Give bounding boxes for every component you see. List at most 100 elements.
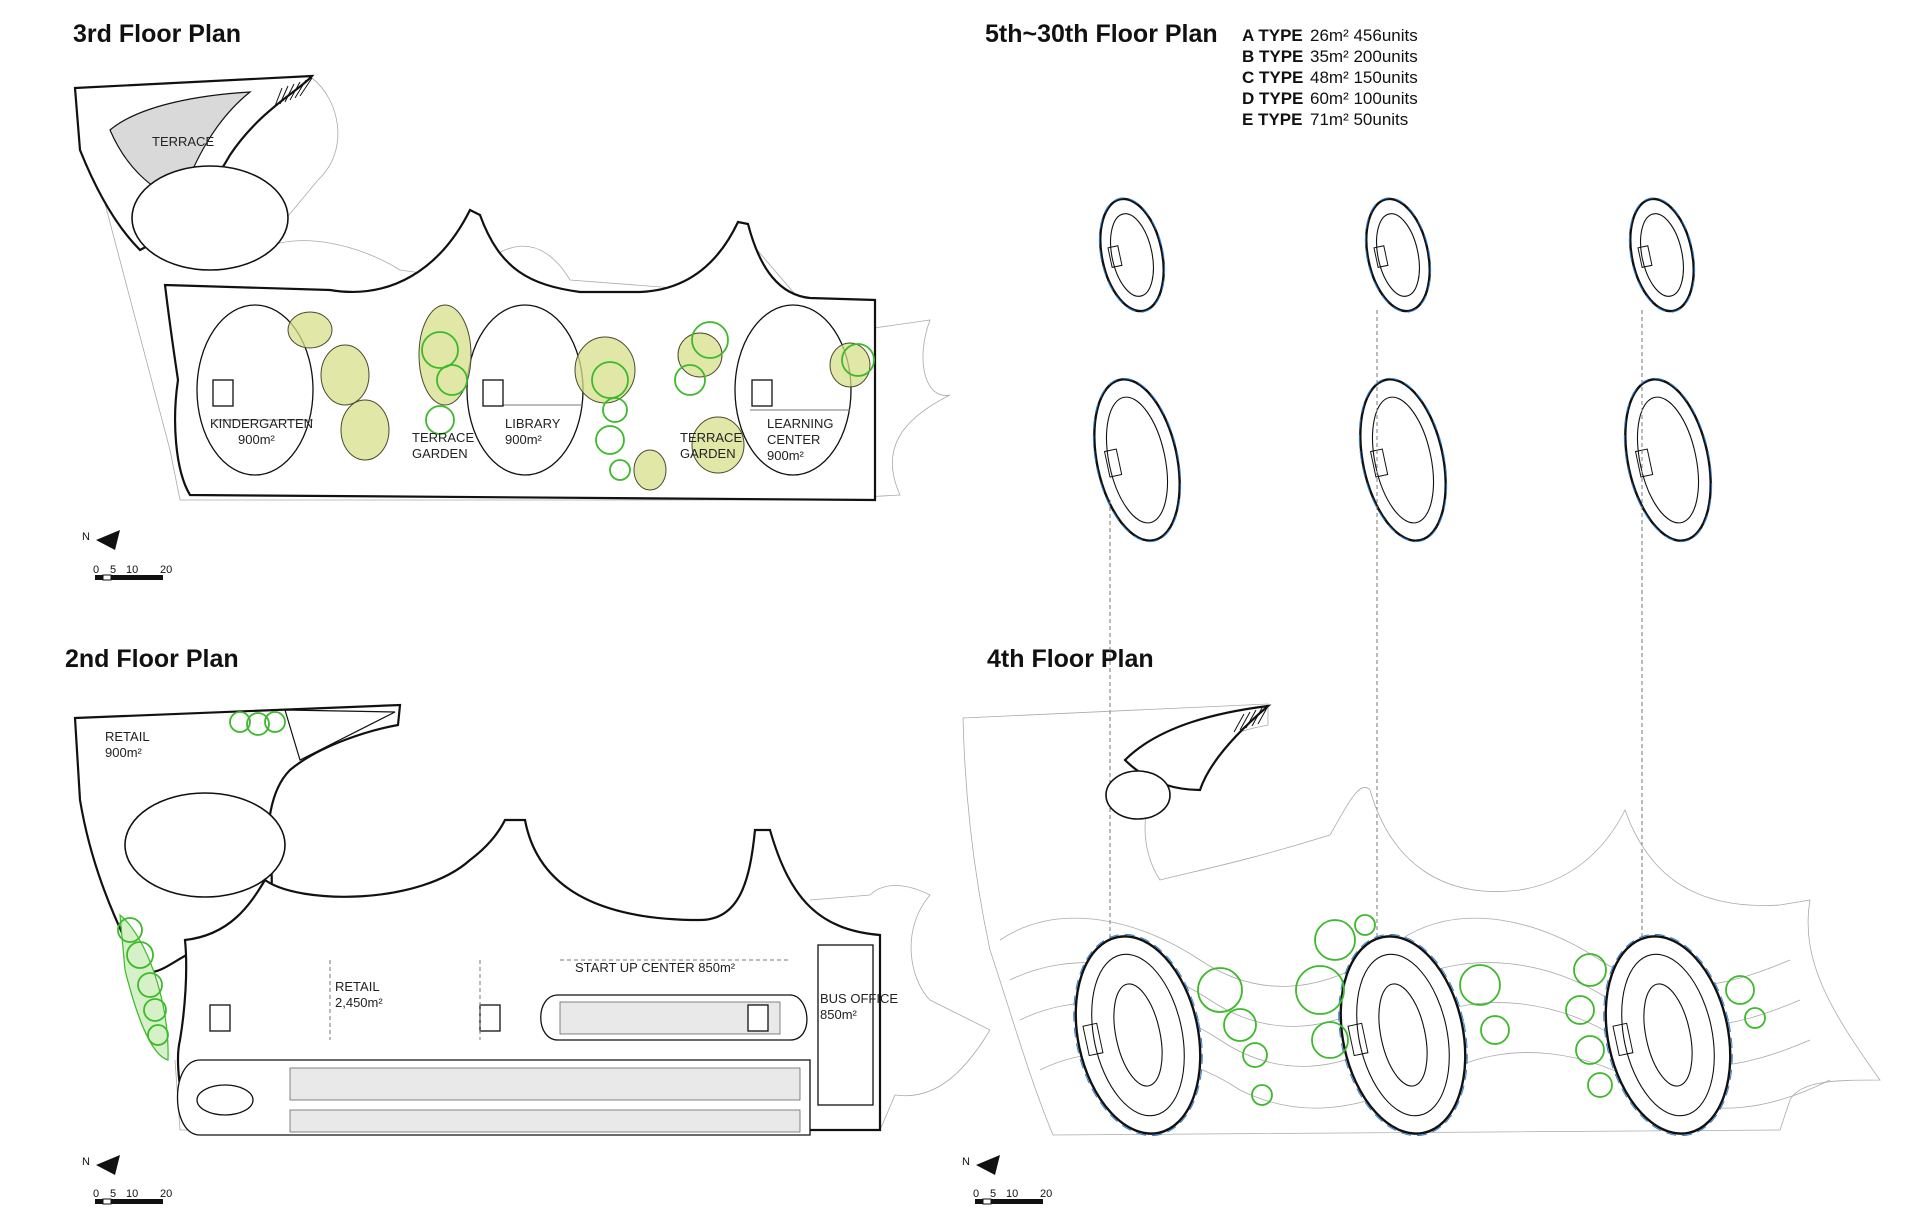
north-arrow-icon bbox=[96, 1155, 120, 1175]
svg-text:10: 10 bbox=[126, 564, 138, 576]
label-learning-b: CENTER bbox=[767, 432, 820, 447]
tower-mid-2 bbox=[1358, 377, 1448, 543]
label-learning-area: 900m² bbox=[767, 448, 805, 463]
plan-3rd-floor: TERRACE KI bbox=[73, 74, 951, 581]
tree bbox=[425, 405, 455, 435]
tree bbox=[137, 972, 163, 998]
tree bbox=[436, 364, 468, 396]
ramp-turn bbox=[196, 1084, 254, 1116]
label-terrace-garden-2a: TERRACE bbox=[680, 430, 742, 445]
label-library-area: 900m² bbox=[505, 432, 543, 447]
tree bbox=[1242, 1042, 1268, 1068]
label-kindergarten: KINDERGARTEN bbox=[210, 416, 313, 431]
garden-patch bbox=[418, 304, 472, 406]
plan-2nd-floor: RETAIL 900m² RETAIL 2,450m² START UP CEN… bbox=[73, 703, 991, 1205]
tree bbox=[595, 425, 625, 455]
site-outline-3f bbox=[74, 77, 951, 501]
tree bbox=[1575, 1035, 1605, 1065]
tree bbox=[1354, 914, 1376, 936]
svg-text:0: 0 bbox=[973, 1188, 979, 1200]
tree bbox=[229, 711, 251, 733]
core-2f-1 bbox=[209, 1004, 231, 1032]
garden-patch bbox=[633, 449, 667, 491]
svg-text:20: 20 bbox=[160, 564, 172, 576]
label-terrace-garden-1b: GARDEN bbox=[412, 446, 468, 461]
garden-patch bbox=[340, 399, 390, 461]
core-2f-2 bbox=[479, 1004, 501, 1032]
label-bus-office-area: 850m² bbox=[820, 1007, 858, 1022]
tree bbox=[841, 343, 875, 377]
plan-4th-floor: N 0 5 10 20 bbox=[962, 703, 1881, 1205]
north-arrow-2f: N bbox=[82, 1155, 120, 1175]
parking-bays-mid bbox=[289, 1067, 801, 1101]
legend-spec-b: 35m² 200units bbox=[1310, 47, 1418, 66]
learning-center-oval bbox=[734, 304, 852, 476]
tree bbox=[421, 331, 459, 369]
svg-text:5: 5 bbox=[990, 1188, 996, 1200]
stair-hatch-3f bbox=[274, 77, 313, 107]
svg-text:20: 20 bbox=[1040, 1188, 1052, 1200]
tree bbox=[591, 361, 629, 399]
void-oval-4f bbox=[1105, 770, 1171, 820]
svg-text:N: N bbox=[82, 531, 90, 543]
legend-type-a: A TYPE bbox=[1242, 26, 1303, 45]
void-oval-3f bbox=[131, 165, 289, 271]
tree bbox=[126, 941, 154, 969]
tower-upper-1 bbox=[1098, 197, 1166, 313]
void-oval-2f bbox=[124, 792, 286, 898]
tree bbox=[143, 998, 167, 1022]
tree bbox=[1587, 1072, 1613, 1098]
kindergarten-oval bbox=[196, 304, 314, 476]
parking-bays-lower bbox=[289, 1109, 801, 1133]
north-arrow-icon bbox=[96, 530, 120, 550]
bus-office-block bbox=[817, 944, 874, 1106]
label-retail-large: RETAIL bbox=[335, 979, 380, 994]
tree bbox=[246, 712, 270, 736]
svg-text:20: 20 bbox=[160, 1188, 172, 1200]
title-2nd-floor: 2nd Floor Plan bbox=[65, 645, 239, 673]
title-4th-floor: 4th Floor Plan bbox=[987, 645, 1154, 673]
tree bbox=[1223, 1008, 1257, 1042]
legend-type-b: B TYPE bbox=[1242, 47, 1303, 66]
tree bbox=[1251, 1084, 1273, 1106]
title-typical-floor: 5th~30th Floor Plan bbox=[985, 20, 1218, 48]
label-retail-small-area: 900m² bbox=[105, 745, 143, 760]
north-arrow-icon bbox=[976, 1155, 1000, 1175]
label-terrace: TERRACE bbox=[152, 134, 214, 149]
garden-patch bbox=[320, 344, 370, 406]
core-3f-3 bbox=[751, 379, 773, 407]
tree bbox=[1573, 953, 1607, 987]
tree bbox=[1565, 995, 1595, 1025]
title-3rd-floor: 3rd Floor Plan bbox=[73, 20, 241, 48]
legend-spec-e: 71m² 50units bbox=[1310, 110, 1408, 129]
tree bbox=[609, 459, 631, 481]
unit-type-legend: A TYPE 26m² 456units B TYPE 35m² 200unit… bbox=[1242, 26, 1418, 129]
scale-bar-3f: 0 5 10 20 bbox=[93, 564, 172, 581]
tree bbox=[1480, 1015, 1510, 1045]
tree bbox=[1197, 967, 1243, 1013]
tree bbox=[674, 364, 706, 396]
scale-bar-4f: 0 5 10 20 bbox=[973, 1188, 1052, 1205]
plan-typical-floors bbox=[1092, 197, 1713, 950]
north-arrow-4f: N bbox=[962, 1155, 1000, 1175]
svg-text:10: 10 bbox=[1006, 1188, 1018, 1200]
svg-text:0: 0 bbox=[93, 1188, 99, 1200]
legend-spec-c: 48m² 150units bbox=[1310, 68, 1418, 87]
tower-base-3 bbox=[1603, 933, 1733, 1137]
legend-spec-d: 60m² 100units bbox=[1310, 89, 1418, 108]
label-startup: START UP CENTER 850m² bbox=[575, 960, 736, 975]
tower-base-1 bbox=[1073, 933, 1203, 1137]
triangle-atrium-2f bbox=[284, 709, 396, 761]
core-3f-1 bbox=[212, 379, 234, 407]
tower-upper-2 bbox=[1364, 197, 1432, 313]
garden-patch bbox=[829, 342, 871, 388]
tree bbox=[264, 711, 286, 733]
tree bbox=[1314, 919, 1356, 961]
tree bbox=[1459, 964, 1501, 1006]
label-library: LIBRARY bbox=[505, 416, 561, 431]
label-retail-small: RETAIL bbox=[105, 729, 150, 744]
svg-text:5: 5 bbox=[110, 1188, 116, 1200]
svg-text:0: 0 bbox=[93, 564, 99, 576]
planter-2f bbox=[119, 913, 169, 1061]
